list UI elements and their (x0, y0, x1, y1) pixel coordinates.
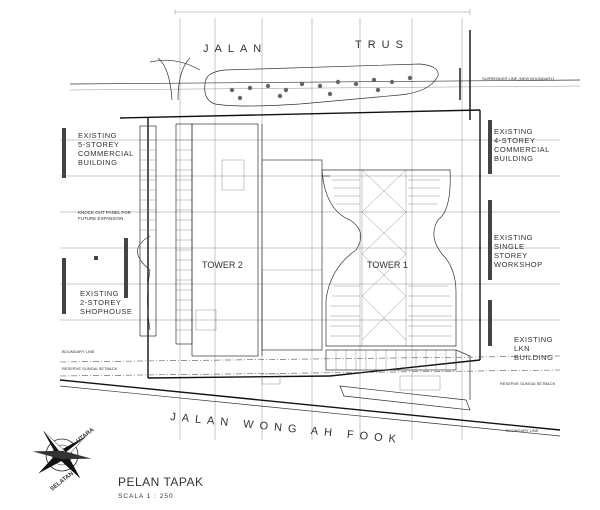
site-boundary (59, 109, 561, 437)
tower-2-label: TOWER 2 (202, 260, 243, 270)
boundary-label-west: BOUNDARY LINE (62, 349, 95, 354)
tower-2-footprint (191, 123, 263, 357)
drawing-scale: SCALA 1 : 250 (118, 493, 174, 500)
boundary-label-east: BOUNDARY LINE (506, 428, 539, 433)
drawing-title: PELAN TAPAK (118, 475, 204, 489)
building-label-commercial-4: EXISTING 4-STOREY COMMERCIAL BUILDING (494, 127, 552, 163)
road-label-north-right: TRUS (355, 39, 409, 51)
reserve-setback-label-east: RESERVE SUNGAI SETBACK (500, 381, 556, 386)
landscape-island (204, 63, 439, 107)
tower-1-label: TOWER 1 (367, 260, 408, 270)
compass-south-label: SELATAN (50, 471, 75, 493)
surrender-line-label: SURRENDER LINE (NEW BOUNDARY) (482, 76, 555, 81)
neighbour-hatching (62, 120, 492, 346)
tower-1-footprint (321, 169, 457, 347)
road-north (69, 30, 581, 120)
compass-north-label: UTARA (76, 427, 96, 445)
road-label-north-left: JALAN (203, 43, 267, 55)
dimension-line-top (174, 9, 471, 15)
road-label-south: JALAN WONG AH FOOK (170, 411, 403, 446)
building-label-commercial-5: EXISTING 5-STOREY COMMERCIAL BUILDING (78, 131, 136, 167)
building-label-workshop: EXISTING SINGLE STOREY WORKSHOP (494, 233, 543, 269)
building-label-lkn: EXISTING LKN BUILDING (514, 335, 556, 362)
compass-rose: UTARA SELATAN (32, 425, 96, 493)
podium (261, 159, 330, 351)
parking-strip-south (261, 349, 471, 411)
building-label-shophouse: EXISTING 2-STOREY SHOPHOUSE (80, 289, 132, 316)
building-label-knockout: KNOCK OUT PANEL FOR FUTURE EXPANSION (78, 210, 132, 221)
reserve-setback-label-west: RESERVE SUNGAI SETBACK (62, 366, 118, 371)
parking-ramp-left (137, 123, 193, 345)
trees (229, 75, 413, 101)
